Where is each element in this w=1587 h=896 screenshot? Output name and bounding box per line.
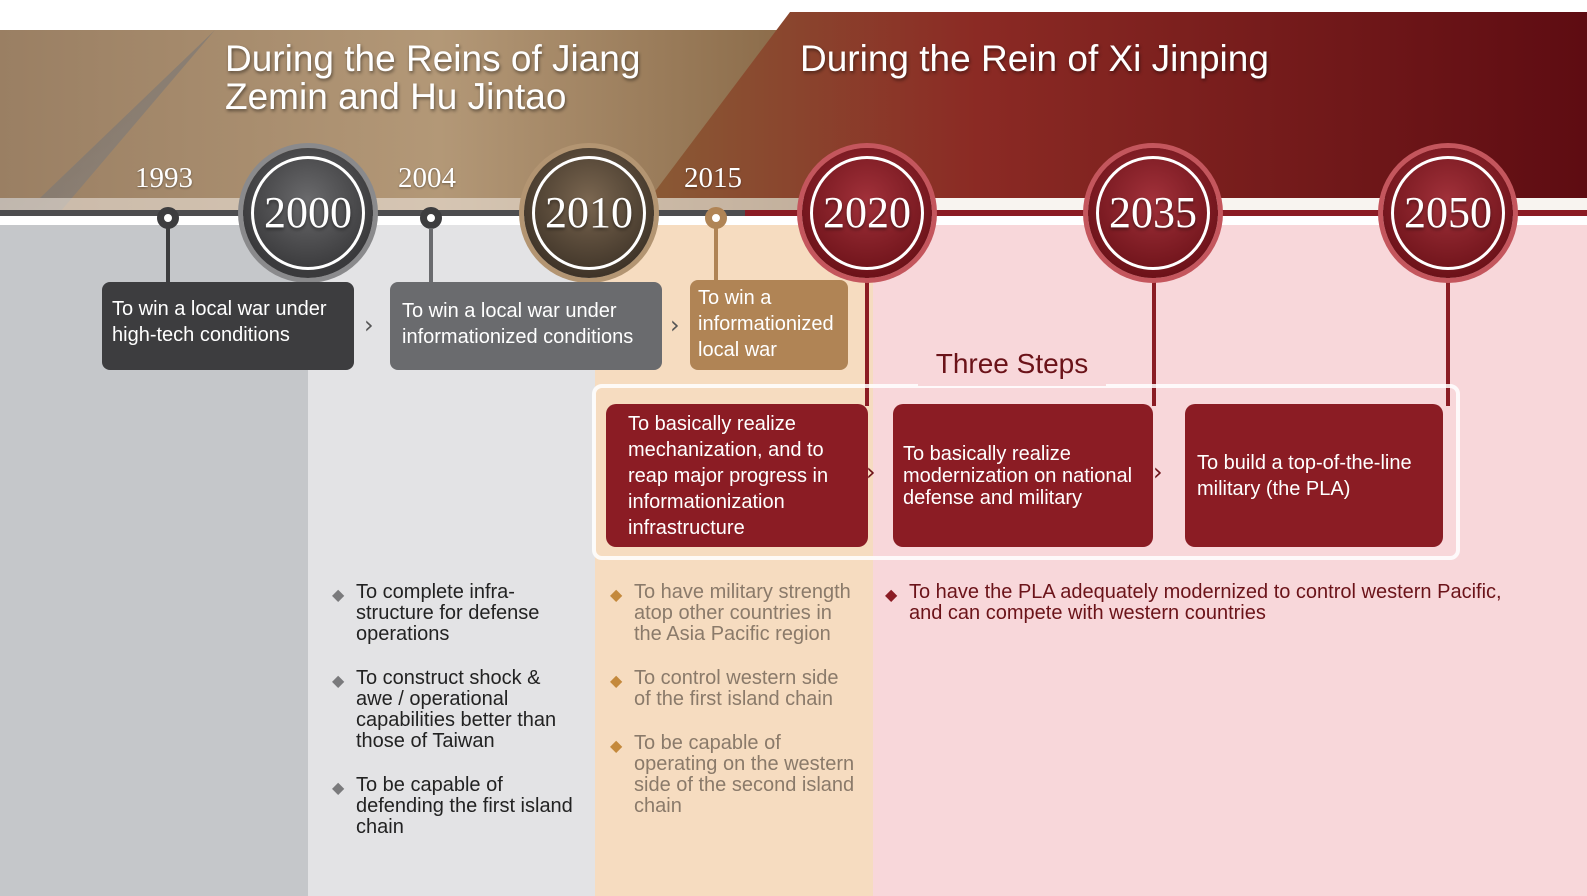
bullet-list-2010-targets: ◆ To complete infra-structure for defense… [330, 582, 580, 861]
stem-2035 [1152, 270, 1156, 406]
bullet-text: To control western side of the first isl… [634, 667, 839, 710]
milestone-year: 2035 [1109, 188, 1197, 237]
diamond-bullet-icon: ◆ [610, 671, 623, 690]
bullet-text: To construct shock & awe / operational c… [356, 667, 557, 752]
diamond-bullet-icon: ◆ [885, 585, 898, 604]
three-steps-title: Three Steps [918, 342, 1106, 386]
milestone-ring [810, 156, 924, 270]
diamond-bullet-icon: ◆ [610, 585, 623, 604]
bullet-text: To complete infra-structure for defense … [356, 581, 540, 645]
milestone-2010: 2010 [524, 148, 654, 278]
year-label-2004: 2004 [398, 162, 456, 194]
milestone-ring [1096, 156, 1210, 270]
bullet-list-2050-targets: ◆ To have the PLA adequately modernized t… [883, 582, 1503, 647]
diamond-bullet-icon: ◆ [332, 778, 345, 797]
stem-2004 [429, 228, 433, 284]
milestone-2000: 2000 [243, 148, 373, 278]
step-text: To build a top-of-the-line military (the… [1197, 451, 1412, 500]
node-2015 [705, 207, 727, 229]
list-item: ◆ To have military strength atop other co… [608, 582, 858, 645]
bullet-text: To be capable of operating on the wester… [634, 732, 855, 817]
goal-box-2015: To win a informationized local war [690, 280, 848, 370]
node-1993 [157, 207, 179, 229]
bullet-list-2020-targets: ◆ To have military strength atop other co… [608, 582, 858, 840]
chevron-right-icon: › [866, 458, 876, 486]
step-box-2050: To build a top-of-the-line military (the… [1185, 404, 1443, 547]
milestone-2035: 2035 [1088, 148, 1218, 278]
xi-era-title: During the Rein of Xi Jinping [800, 38, 1269, 79]
bullet-text: To be capable of defending the first isl… [356, 774, 573, 838]
milestone-year: 2010 [545, 188, 633, 237]
three-steps-frame [592, 384, 1460, 560]
diamond-bullet-icon: ◆ [610, 736, 623, 755]
column-2020-2050 [873, 225, 1587, 896]
chevron-right-icon: › [1153, 458, 1163, 486]
stem-2050 [1446, 270, 1450, 406]
milestone-ring [251, 156, 365, 270]
node-2004 [420, 207, 442, 229]
list-item: ◆ To construct shock & awe / operational … [330, 668, 580, 752]
milestone-ring [1391, 156, 1505, 270]
step-text: To basically realize mechanization, and … [628, 412, 829, 539]
stem-2015 [714, 228, 718, 282]
milestone-year: 2000 [264, 188, 352, 237]
list-item: ◆ To complete infra-structure for defense… [330, 582, 580, 645]
stem-2020 [865, 270, 869, 406]
list-item: ◆ To have the PLA adequately modernized t… [883, 582, 1503, 624]
milestone-year: 2050 [1404, 188, 1492, 237]
year-label-2015: 2015 [684, 162, 742, 194]
milestone-2020: 2020 [802, 148, 932, 278]
year-label-1993: 1993 [135, 162, 193, 194]
chevron-right-icon: › [364, 311, 374, 339]
diamond-bullet-icon: ◆ [332, 585, 345, 604]
goal-box-1993: To win a local war under high-tech condi… [102, 282, 354, 370]
list-item: ◆ To control western side of the first is… [608, 668, 858, 710]
bullet-text: To have military strength atop other cou… [634, 581, 851, 645]
chevron-right-icon: › [670, 311, 680, 339]
early-era-title: During the Reins of Jiang Zemin and Hu J… [225, 38, 641, 117]
list-item: ◆ To be capable of operating on the weste… [608, 733, 858, 817]
milestone-year: 2020 [823, 188, 911, 237]
step-box-2020: To basically realize mechanization, and … [606, 404, 868, 547]
bullet-text: To have the PLA adequately modernized to… [909, 581, 1502, 624]
list-item: ◆ To be capable of defending the first is… [330, 775, 580, 838]
stem-1993 [166, 228, 170, 284]
diamond-bullet-icon: ◆ [332, 671, 345, 690]
step-text: To basically realize modernization on na… [903, 442, 1133, 509]
milestone-2050: 2050 [1383, 148, 1513, 278]
step-box-2035: To basically realize modernization on na… [893, 404, 1153, 547]
goal-box-2004: To win a local war under informationized… [390, 282, 662, 370]
milestone-ring [532, 156, 646, 270]
